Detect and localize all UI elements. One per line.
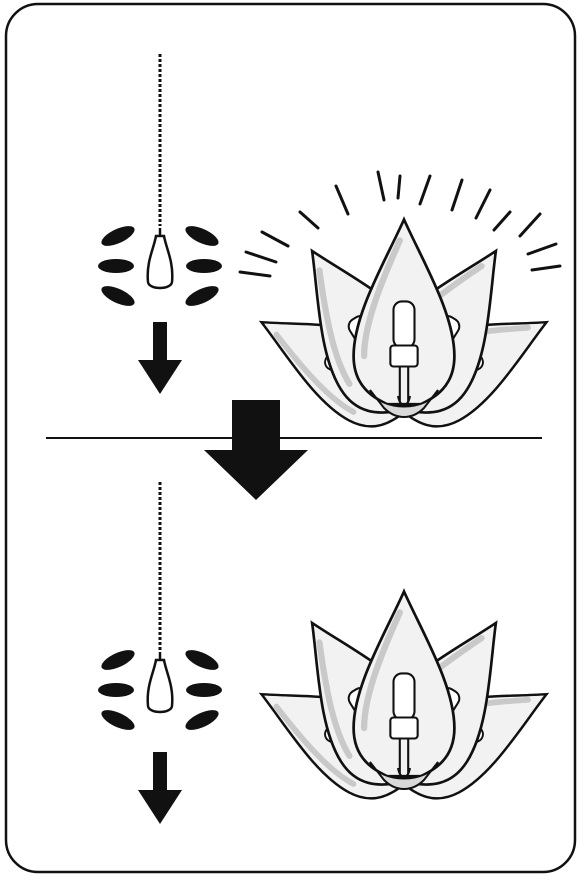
instruction-diagram bbox=[0, 0, 581, 876]
instruction-card bbox=[0, 0, 581, 876]
